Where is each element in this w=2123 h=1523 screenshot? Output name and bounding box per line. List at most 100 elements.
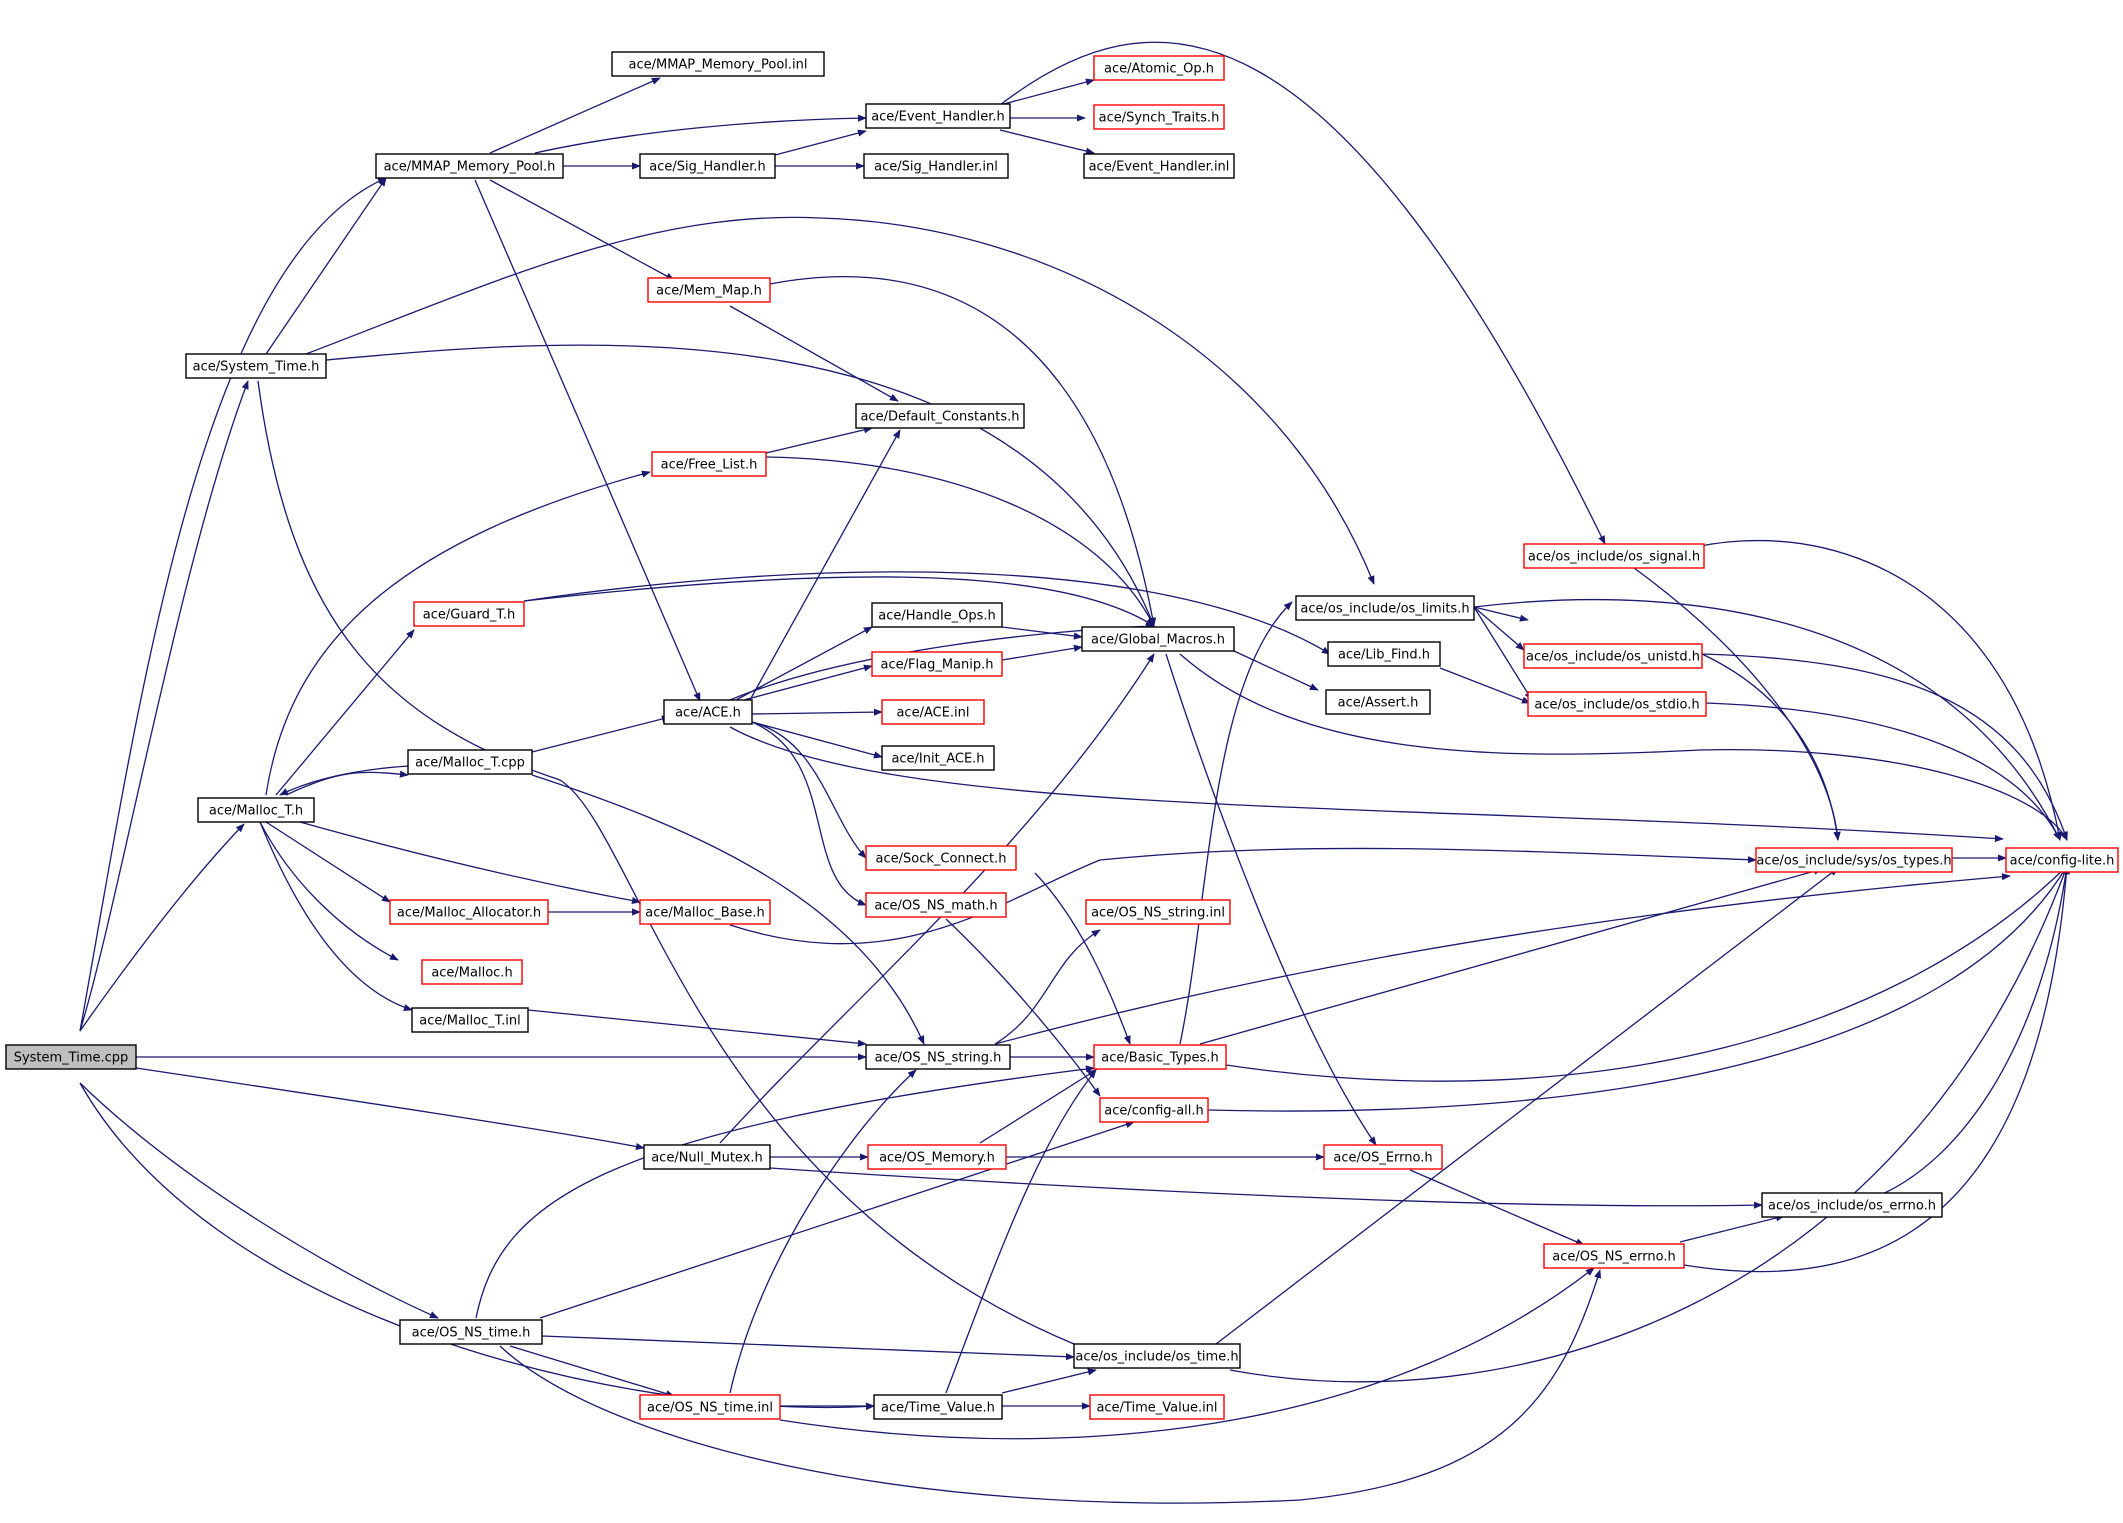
node-box[interactable] [413, 601, 525, 627]
node-box[interactable] [1327, 641, 1441, 667]
node-sig-handler-h[interactable]: ace/Sig_Handler.h [639, 153, 776, 179]
node-box[interactable] [639, 153, 776, 179]
node-box[interactable] [1523, 643, 1703, 669]
node-box[interactable] [1543, 1243, 1685, 1269]
node-default-constants-h[interactable]: ace/Default_Constants.h [855, 403, 1025, 429]
node-box[interactable] [865, 892, 1007, 918]
node-box[interactable] [1073, 1343, 1241, 1369]
node-malloc-base-h[interactable]: ace/Malloc_Base.h [639, 899, 771, 925]
node-assert-h[interactable]: ace/Assert.h [1325, 689, 1431, 715]
node-box[interactable] [873, 1394, 1003, 1420]
node-box[interactable] [865, 103, 1011, 129]
node-box[interactable] [5, 1044, 137, 1070]
node-os-errno-cap-h[interactable]: ace/OS_Errno.h [1323, 1144, 1443, 1170]
node-flag-manip-h[interactable]: ace/Flag_Manip.h [871, 651, 1003, 677]
node-os-limits-h[interactable]: ace/os_include/os_limits.h [1295, 595, 1475, 621]
node-box[interactable] [663, 699, 753, 725]
node-malloc-allocator-h[interactable]: ace/Malloc_Allocator.h [389, 899, 549, 925]
node-ace-h[interactable]: ace/ACE.h [663, 699, 753, 725]
node-os-memory-h[interactable]: ace/OS_Memory.h [867, 1144, 1007, 1170]
node-synch-traits-h[interactable]: ace/Synch_Traits.h [1093, 104, 1225, 130]
node-box[interactable] [871, 651, 1003, 677]
node-box[interactable] [639, 899, 771, 925]
node-box[interactable] [651, 451, 767, 477]
node-malloc-h[interactable]: ace/Malloc.h [421, 959, 523, 985]
node-box[interactable] [185, 353, 327, 379]
node-box[interactable] [1523, 543, 1705, 569]
node-handle-ops-h[interactable]: ace/Handle_Ops.h [871, 602, 1003, 628]
node-box[interactable] [411, 1007, 529, 1033]
node-system-time-cpp[interactable]: System_Time.cpp [5, 1044, 137, 1070]
node-event-handler-h[interactable]: ace/Event_Handler.h [865, 103, 1011, 129]
node-event-handler-inl[interactable]: ace/Event_Handler.inl [1083, 153, 1235, 179]
node-box[interactable] [863, 153, 1009, 179]
node-os-errno-h[interactable]: ace/os_include/os_errno.h [1761, 1192, 1943, 1218]
node-box[interactable] [647, 277, 771, 303]
node-malloc-t-h[interactable]: ace/Malloc_T.h [197, 797, 315, 823]
node-config-lite-h[interactable]: ace/config-lite.h [2005, 847, 2119, 873]
node-box[interactable] [1323, 1144, 1443, 1170]
node-mem-map-h[interactable]: ace/Mem_Map.h [647, 277, 771, 303]
node-os-ns-time-inl[interactable]: ace/OS_NS_time.inl [639, 1394, 781, 1420]
node-box[interactable] [407, 749, 533, 775]
node-box[interactable] [643, 1144, 771, 1170]
node-box[interactable] [611, 51, 825, 77]
node-os-unistd-h[interactable]: ace/os_include/os_unistd.h [1523, 643, 1703, 669]
node-os-ns-math-h[interactable]: ace/OS_NS_math.h [865, 892, 1007, 918]
node-box[interactable] [389, 899, 549, 925]
node-os-stdio-h[interactable]: ace/os_include/os_stdio.h [1527, 691, 1707, 717]
node-box[interactable] [865, 845, 1017, 871]
node-box[interactable] [871, 602, 1003, 628]
node-os-ns-string-inl[interactable]: ace/OS_NS_string.inl [1085, 899, 1231, 925]
node-box[interactable] [421, 959, 523, 985]
node-atomic-op-h[interactable]: ace/Atomic_Op.h [1093, 55, 1225, 81]
node-box[interactable] [1755, 847, 1953, 873]
node-guard-t-h[interactable]: ace/Guard_T.h [413, 601, 525, 627]
node-box[interactable] [1089, 1394, 1225, 1420]
node-sig-handler-inl[interactable]: ace/Sig_Handler.inl [863, 153, 1009, 179]
node-box[interactable] [867, 1144, 1007, 1170]
node-box[interactable] [865, 1044, 1011, 1070]
node-box[interactable] [1093, 1044, 1227, 1070]
node-box[interactable] [1761, 1192, 1943, 1218]
node-global-macros-h[interactable]: ace/Global_Macros.h [1081, 626, 1235, 652]
node-os-time-h[interactable]: ace/os_include/os_time.h [1073, 1343, 1241, 1369]
node-null-mutex-h[interactable]: ace/Null_Mutex.h [643, 1144, 771, 1170]
node-box[interactable] [1085, 899, 1231, 925]
node-box[interactable] [855, 403, 1025, 429]
node-box[interactable] [1093, 104, 1225, 130]
node-box[interactable] [375, 153, 564, 179]
node-box[interactable] [197, 797, 315, 823]
node-time-value-inl[interactable]: ace/Time_Value.inl [1089, 1394, 1225, 1420]
node-os-signal-h[interactable]: ace/os_include/os_signal.h [1523, 543, 1705, 569]
node-box[interactable] [2005, 847, 2119, 873]
node-box[interactable] [1099, 1097, 1209, 1123]
node-box[interactable] [1325, 689, 1431, 715]
node-box[interactable] [1527, 691, 1707, 717]
node-os-types-h[interactable]: ace/os_include/sys/os_types.h [1755, 847, 1953, 873]
node-free-list-h[interactable]: ace/Free_List.h [651, 451, 767, 477]
node-system-time-h[interactable]: ace/System_Time.h [185, 353, 327, 379]
node-os-ns-string-h[interactable]: ace/OS_NS_string.h [865, 1044, 1011, 1070]
node-mmap-memory-pool-h[interactable]: ace/MMAP_Memory_Pool.h [375, 153, 564, 179]
node-box[interactable] [881, 745, 995, 771]
node-box[interactable] [881, 699, 985, 725]
node-box[interactable] [639, 1394, 781, 1420]
node-time-value-h[interactable]: ace/Time_Value.h [873, 1394, 1003, 1420]
node-box[interactable] [1295, 595, 1475, 621]
node-lib-find-h[interactable]: ace/Lib_Find.h [1327, 641, 1441, 667]
node-malloc-t-cpp[interactable]: ace/Malloc_T.cpp [407, 749, 533, 775]
node-os-ns-time-h[interactable]: ace/OS_NS_time.h [399, 1319, 543, 1345]
node-ace-inl[interactable]: ace/ACE.inl [881, 699, 985, 725]
node-box[interactable] [1081, 626, 1235, 652]
node-basic-types-h[interactable]: ace/Basic_Types.h [1093, 1044, 1227, 1070]
node-mmap-memory-pool-inl[interactable]: ace/MMAP_Memory_Pool.inl [611, 51, 825, 77]
node-config-all-h[interactable]: ace/config-all.h [1099, 1097, 1209, 1123]
node-init-ace-h[interactable]: ace/Init_ACE.h [881, 745, 995, 771]
node-sock-connect-h[interactable]: ace/Sock_Connect.h [865, 845, 1017, 871]
node-box[interactable] [1093, 55, 1225, 81]
node-os-ns-errno-h[interactable]: ace/OS_NS_errno.h [1543, 1243, 1685, 1269]
node-box[interactable] [399, 1319, 543, 1345]
node-box[interactable] [1083, 153, 1235, 179]
node-malloc-t-inl[interactable]: ace/Malloc_T.inl [411, 1007, 529, 1033]
